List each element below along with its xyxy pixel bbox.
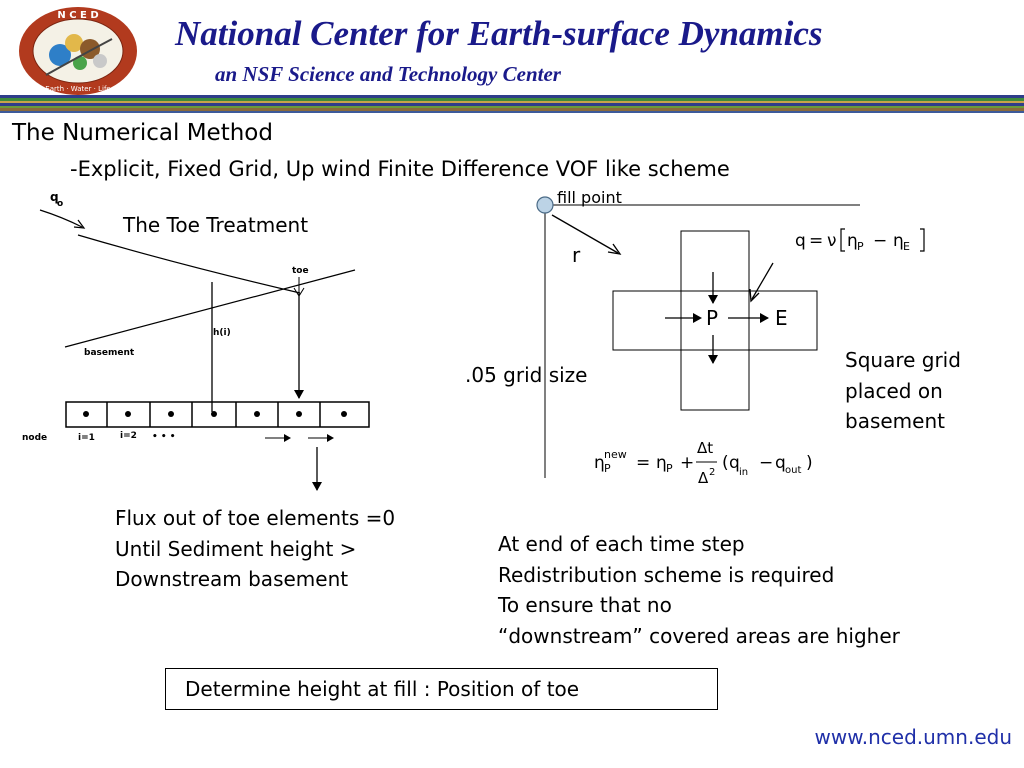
svg-text:2: 2 [709, 467, 715, 478]
i1-label: i=1 [78, 433, 95, 443]
square-grid-line: Square grid [845, 348, 961, 372]
node-dot [83, 411, 89, 417]
redistribution-line: To ensure that no [498, 593, 672, 617]
svg-text:Δt: Δt [697, 439, 713, 457]
toe-diagram-title: The Toe Treatment [122, 213, 308, 237]
footer-url[interactable]: www.nced.umn.edu [814, 725, 1013, 749]
header-subtitle: an NSF Science and Technology Center [215, 62, 561, 86]
node-label: node [22, 433, 47, 443]
square-grid-line: placed on [845, 378, 943, 403]
grid-cell-vertical [680, 230, 750, 411]
svg-text:in: in [739, 467, 748, 478]
svg-text:Δ: Δ [698, 469, 709, 487]
basement-line [64, 269, 356, 348]
flux-line: Downstream basement [115, 567, 349, 591]
square-grid-line: basement [845, 409, 945, 433]
node-dot [211, 411, 217, 417]
redistribution-note: At end of each time step Redistribution … [498, 529, 900, 651]
logo-text: N C E D [57, 10, 98, 21]
svg-text:P: P [666, 462, 673, 475]
section-title: The Numerical Method [12, 120, 273, 146]
toe-label: toe [292, 266, 309, 276]
header-stripe-bar [0, 95, 1024, 113]
svg-text:q: q [795, 231, 806, 251]
node-strip [65, 401, 370, 428]
svg-text:P: P [857, 240, 864, 253]
svg-text:E: E [903, 240, 910, 253]
flux-line: Until Sediment height > [115, 536, 357, 561]
svg-text:−: − [873, 231, 887, 251]
inflow-arrow [39, 209, 83, 228]
node-dot [296, 411, 302, 417]
svg-text:+: + [680, 453, 694, 473]
fill-point-label: fill point [557, 188, 622, 207]
sediment-surface-curve [77, 234, 301, 294]
square-grid-note: Square grid placed on basement [845, 345, 961, 437]
flux-note: Flux out of toe elements =0 Until Sedime… [115, 503, 395, 595]
node-dot [168, 411, 174, 417]
svg-text:q: q [775, 453, 786, 473]
svg-text:η: η [847, 231, 858, 251]
redistribution-line: Redistribution scheme is required [498, 562, 835, 587]
redistribution-line: At end of each time step [498, 532, 745, 556]
q-label: q [50, 190, 59, 204]
h-label: h(i) [213, 328, 231, 338]
svg-text:−: − [759, 453, 773, 473]
redistribution-line: “downstream” covered areas are higher [498, 623, 900, 648]
svg-text:(: ( [722, 453, 729, 473]
flux-line: Flux out of toe elements =0 [115, 506, 396, 530]
toe-treatment-diagram: The Toe Treatment q o toe basement h(i) … [22, 190, 370, 491]
grid-size-label: .05 grid size [465, 363, 587, 387]
svg-text:new: new [604, 448, 627, 461]
svg-text:=: = [636, 453, 650, 473]
fill-point [536, 196, 554, 214]
svg-text:=: = [809, 231, 823, 251]
grid-diagram: fill point r P E .05 grid size q = ν η P… [465, 188, 925, 487]
r-label: r [572, 243, 581, 267]
svg-text:η: η [656, 453, 667, 473]
node-dot [254, 411, 260, 417]
ellipsis-label: • • • [152, 432, 176, 442]
svg-text:ν: ν [827, 231, 837, 251]
node-dot [341, 411, 347, 417]
q-subscript: o [57, 199, 63, 209]
r-arrow [551, 214, 619, 254]
e-cell-label: E [775, 306, 788, 330]
flux-equation: q = ν η P − η E [795, 228, 925, 253]
svg-text:η: η [893, 231, 904, 251]
basement-label: basement [84, 348, 135, 358]
method-description: -Explicit, Fixed Grid, Up wind Finite Di… [70, 157, 730, 181]
logo-bottom-text: Earth · Water · Life [45, 85, 110, 93]
arrow-into-e [751, 262, 774, 300]
update-equation: η new P = η P + Δt Δ 2 ( q in − q out ) [594, 439, 813, 487]
svg-text:P: P [604, 462, 611, 475]
svg-text:q: q [729, 453, 740, 473]
node-dot [125, 411, 131, 417]
p-cell-label: P [706, 306, 718, 330]
svg-text:η: η [594, 453, 605, 473]
conclusion-box: Determine height at fill : Position of t… [165, 668, 718, 710]
header-title: National Center for Earth-surface Dynami… [175, 14, 823, 53]
i2-label: i=2 [120, 431, 137, 441]
conclusion-text: Determine height at fill : Position of t… [185, 677, 580, 701]
svg-text:out: out [785, 465, 801, 476]
svg-text:): ) [806, 453, 813, 473]
nced-logo: N C E D Earth · Water · Life [19, 7, 137, 95]
grid-cell-horizontal [612, 290, 818, 351]
